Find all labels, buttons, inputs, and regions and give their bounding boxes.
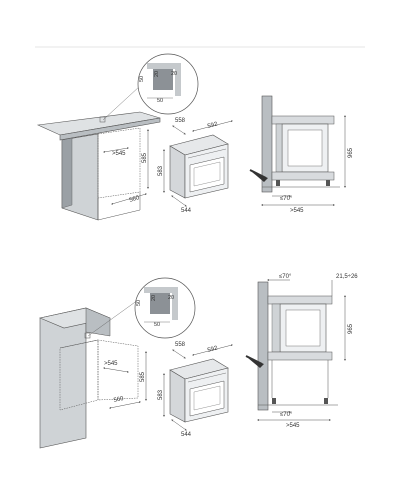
top-oven-front-depth-label: 544 <box>181 208 192 214</box>
top-detail-b: 20 <box>154 71 160 77</box>
bottom-side-view: ≤70° 21,5÷26 965 ≤70° >545 <box>245 274 358 429</box>
bottom-side-angle-bottom-label: ≤70° <box>280 412 293 418</box>
top-side-height-label: 965 <box>348 147 354 158</box>
bottom-cabinet-drawing: >545 585 560 <box>39 299 147 449</box>
top-side-depth-label: >545 <box>290 208 304 214</box>
top-detail-callout: 50 20 20 50 <box>137 53 199 115</box>
bottom-section: >545 585 560 50 20 20 50 558 <box>39 274 358 449</box>
bottom-detail-c: 20 <box>168 295 174 301</box>
top-side-view: 965 ≤70° >545 <box>249 95 354 214</box>
top-section: >545 585 560 50 20 20 50 <box>36 53 354 221</box>
bottom-cutout-height-label: 585 <box>140 371 146 382</box>
bottom-cutout-width-label: 560 <box>113 396 125 404</box>
bottom-side-height-label: 965 <box>348 323 354 334</box>
top-detail-d: 50 <box>157 98 163 104</box>
bottom-oven-drawing: 558 592 583 544 <box>158 342 233 438</box>
top-cutout-height-label: 585 <box>142 152 148 163</box>
bottom-oven-front-depth-label: 544 <box>181 432 192 438</box>
top-detail-c: 20 <box>171 71 177 77</box>
top-oven-width-label: 592 <box>207 121 219 130</box>
top-oven-depth-label: 558 <box>175 118 186 124</box>
bottom-oven-depth-label: 558 <box>175 342 186 348</box>
bottom-oven-width-label: 592 <box>207 345 219 354</box>
top-oven-height-label: 583 <box>158 165 164 176</box>
top-cabinet-drawing: >545 585 560 <box>36 85 161 221</box>
top-detail-a: 50 <box>139 76 145 82</box>
bottom-side-depth-label: >545 <box>286 423 300 429</box>
bottom-detail-b: 20 <box>151 295 157 301</box>
bottom-oven-height-label: 583 <box>158 389 164 400</box>
bottom-side-gap-label: 21,5÷26 <box>336 274 358 280</box>
top-oven-drawing: 558 592 583 544 <box>158 118 233 214</box>
bottom-detail-d: 50 <box>154 322 160 328</box>
bottom-side-angle-top-label: ≤70° <box>279 274 292 280</box>
top-side-angle-label: ≤70° <box>280 196 293 202</box>
bottom-cutout-depth-label: >545 <box>104 361 118 367</box>
bottom-detail-a: 50 <box>136 300 142 306</box>
top-cutout-width-label: 560 <box>129 195 141 204</box>
top-cutout-depth-label: >545 <box>112 151 126 157</box>
bottom-detail-callout: 50 20 20 50 <box>134 277 196 339</box>
